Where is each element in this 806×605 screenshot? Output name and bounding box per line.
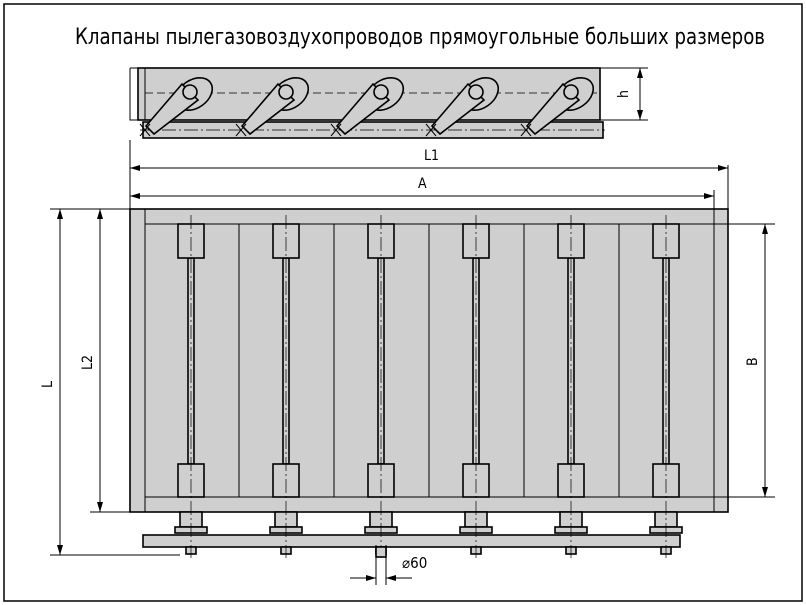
joint-mark <box>520 123 532 137</box>
joint-mark <box>235 123 247 137</box>
pivot-circle <box>182 84 198 100</box>
dimension-a: A <box>418 176 427 192</box>
joint-mark <box>139 123 151 137</box>
pivot-circle <box>278 84 294 100</box>
dimension-b: B <box>745 357 761 366</box>
dimension-diameter: ⌀60 <box>402 554 427 572</box>
pivot-circle <box>468 84 484 100</box>
dimension-l2: L2 <box>80 355 96 370</box>
joint-mark <box>425 123 437 137</box>
dimension-l1: L1 <box>424 148 439 164</box>
drawing-border <box>3 3 803 602</box>
joint-mark <box>330 123 342 137</box>
dimension-h: h <box>616 90 632 98</box>
drawing-title: Клапаны пылегазовоздухопроводов прямоуго… <box>75 25 765 50</box>
dimension-l: L <box>40 381 56 388</box>
side-view: h <box>129 67 648 139</box>
drive-shaft <box>375 546 387 558</box>
pivot-circle <box>563 84 579 100</box>
plan-view <box>129 208 729 558</box>
pivot-circle <box>373 84 389 100</box>
